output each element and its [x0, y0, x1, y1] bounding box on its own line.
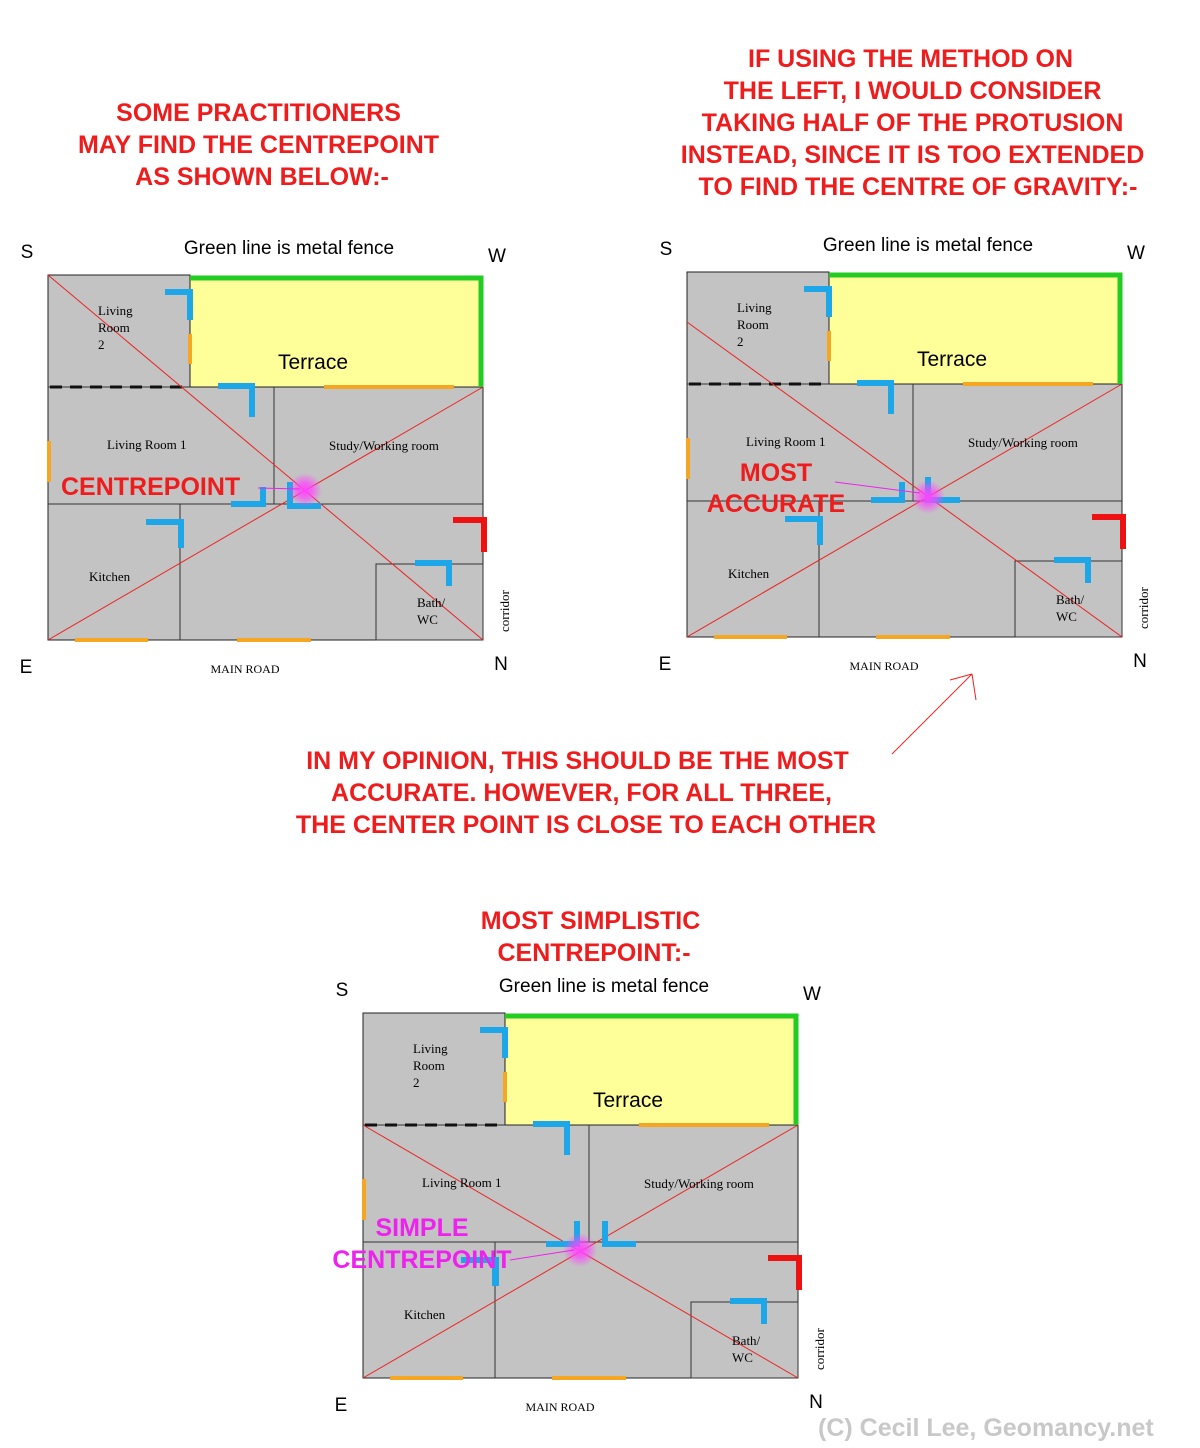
- windows: [47, 334, 454, 642]
- metal-fence: [829, 272, 1123, 384]
- compass-n-label: N: [1133, 651, 1147, 672]
- doors: [785, 286, 1091, 583]
- fence-note: Green line is metal fence: [823, 235, 1033, 256]
- room-label-bath: Bath/WC: [732, 1333, 761, 1365]
- room-label-study: Study/Working room: [644, 1176, 754, 1191]
- room-label-terrace: Terrace: [593, 1089, 663, 1112]
- room-label-kitchen: Kitchen: [89, 569, 131, 584]
- compass-s-label: S: [336, 980, 349, 1001]
- room-label-bath: Bath/WC: [1056, 592, 1085, 624]
- room-label-terrace: Terrace: [917, 348, 987, 371]
- room-label-terrace: Terrace: [278, 351, 348, 374]
- heading-top-left: SOME PRACTITIONERS MAY FIND THE CENTREPO…: [78, 99, 446, 191]
- fence-note: Green line is metal fence: [499, 976, 709, 997]
- room-label-kitchen: Kitchen: [404, 1307, 446, 1322]
- main-road-label: MAIN ROAD: [211, 662, 280, 676]
- compass-w-label: W: [1127, 243, 1145, 264]
- metal-fence: [190, 275, 484, 387]
- heading-middle: IN MY OPINION, THIS SHOULD BE THE MOST A…: [296, 747, 876, 839]
- centrepoint-marker: [288, 473, 322, 507]
- heading-top-right: IF USING THE METHOD ON THE LEFT, I WOULD…: [681, 45, 1151, 201]
- main-road-label: MAIN ROAD: [850, 659, 919, 673]
- compass-s-label: S: [660, 239, 673, 260]
- compass-w-label: W: [803, 984, 821, 1005]
- callout-leader: [257, 487, 301, 490]
- credit-watermark: (C) Cecil Lee, Geomancy.net: [818, 1414, 1154, 1442]
- room-label-living-room-1: Living Room 1: [422, 1175, 501, 1190]
- corridor-label: corridor: [497, 589, 512, 632]
- room-label-kitchen: Kitchen: [728, 566, 770, 581]
- callout-leader: [834, 481, 921, 494]
- compass-s-label: S: [21, 242, 34, 263]
- pointer-arrow: [891, 673, 977, 755]
- diagonal-lines: [686, 321, 1123, 638]
- compass-n-label: N: [494, 654, 508, 675]
- compass-w-label: W: [488, 246, 506, 267]
- centrepoint-marker: [563, 1233, 597, 1267]
- corridor-label: corridor: [812, 1327, 827, 1370]
- room-label-living-room-1: Living Room 1: [746, 434, 825, 449]
- compass-e-label: E: [20, 657, 33, 678]
- terrace-area: [189, 278, 480, 388]
- doors: [461, 1027, 767, 1324]
- centrepoint-callout: CENTREPOINT: [61, 473, 240, 501]
- room-label-bath: Bath/WC: [417, 595, 446, 627]
- fence-note: Green line is metal fence: [184, 238, 394, 259]
- compass-e-label: E: [659, 654, 672, 675]
- corridor-label: corridor: [1136, 586, 1151, 629]
- main-door: [1092, 514, 1126, 549]
- main-door: [453, 517, 487, 552]
- heading-bottom: MOST SIMPLISTIC CENTREPOINT:-: [481, 907, 707, 967]
- compass-e-label: E: [335, 1395, 348, 1416]
- callout-leader: [509, 1249, 575, 1261]
- centrepoint-marker: [911, 480, 945, 514]
- metal-fence: [505, 1013, 799, 1125]
- terrace-area: [828, 275, 1119, 385]
- main-door: [768, 1255, 802, 1290]
- windows: [686, 331, 1093, 639]
- terrace-area: [504, 1016, 795, 1126]
- main-road-label: MAIN ROAD: [526, 1400, 595, 1414]
- compass-n-label: N: [809, 1392, 823, 1413]
- room-label-study: Study/Working room: [968, 435, 1078, 450]
- room-label-study: Study/Working room: [329, 438, 439, 453]
- windows: [362, 1072, 769, 1380]
- room-label-living-room-1: Living Room 1: [107, 437, 186, 452]
- diagonal-lines: [47, 274, 484, 641]
